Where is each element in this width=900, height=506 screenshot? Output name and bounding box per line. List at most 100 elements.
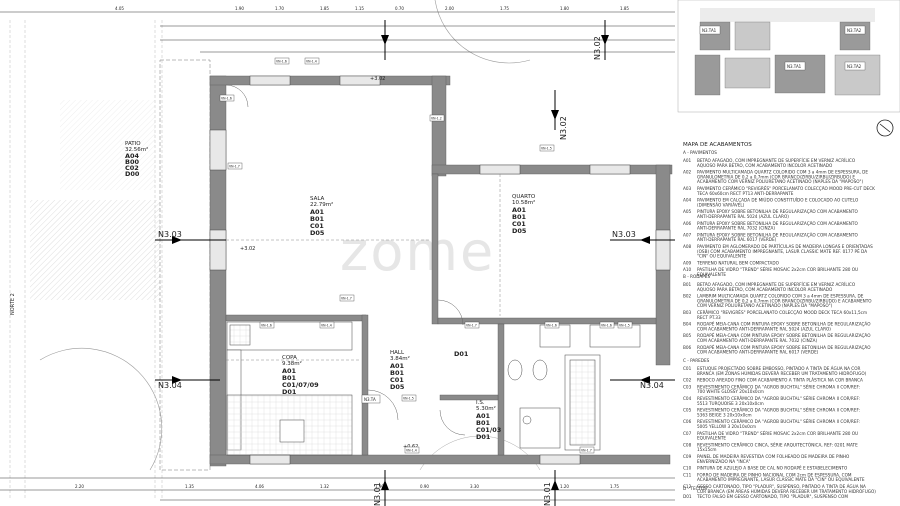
legend-code: A01: [683, 158, 692, 163]
legend-code: D01: [683, 494, 692, 499]
roof-line: [159, 59, 211, 471]
vent-tag-label: VN-1.4: [406, 449, 417, 453]
top-dim-label: 1.15: [355, 6, 364, 11]
legend-description: AQUOSO PARA BETÃO, COM ACABAMENTO INCOLO…: [697, 163, 833, 168]
vent-tag-box: [304, 57, 320, 65]
top-dimensions: [0, 11, 675, 53]
bottom-dimensions: [0, 477, 675, 501]
top-dim-label: 1.90: [235, 6, 244, 11]
level-marker-2: +3.02: [240, 246, 255, 252]
legend-description: BRANCA (EM ZONAS HÚMIDAS DEVERÁ RECEBER …: [697, 371, 867, 376]
legend-description: PAVIMENTO CERÂMICO "REVIGRÉS" PORCELANAT…: [697, 186, 875, 191]
legend-description: TECA 60x60cm RECT PT13 ANTI-DERRAPANTE: [696, 191, 794, 196]
legend-code: C04: [683, 396, 692, 401]
svg-text:COPA: COPA: [282, 355, 297, 361]
legend-description: COM ACABAMENTO ANTI-DERRAPANTE RAL 6017 …: [697, 350, 819, 355]
legend-description: REVESTIMENTO CERÂMICO DA "AGROB BUCHTAL"…: [697, 419, 860, 424]
vent-tag-label: VN-1.2: [431, 117, 442, 121]
svg-text:B01: B01: [310, 215, 324, 223]
legend-description: ESTUQUE PROJECTADO SOBRE EMBOSSO, PINTAD…: [697, 366, 861, 371]
section-label-n302-top-2: N3.02: [593, 36, 602, 60]
svg-text:A04: A04: [125, 152, 140, 160]
legend-code: A04: [683, 198, 692, 203]
legend-description: ANTI-DERRAPANTE RAL 6017 (VERDE): [697, 237, 777, 242]
svg-text:B01: B01: [512, 213, 526, 221]
vent-tag-box: [339, 294, 355, 302]
room-patio: PATIO 32.56m² A04 B00 C02 D00: [125, 141, 148, 178]
vent-tag-box: [579, 446, 595, 454]
legend-code: A03: [683, 186, 692, 191]
vent-tag-label: VN-1.6: [221, 97, 232, 101]
svg-text:PATIO: PATIO: [125, 141, 141, 147]
vent-tag-label: VN-1.6: [261, 324, 272, 328]
legend-description: REVESTIMENTO CERÂMICO DA "AGROB BUCHTAL"…: [697, 384, 860, 389]
section-label-n302-top: N3.02: [559, 116, 568, 140]
legend-description: PAVIMENTO MULTICAMADA QUARTZ COLORIDO CO…: [697, 170, 868, 175]
legend-description: CERÂMICO "REVIGRÉS" PORCELANATO COLECÇÃO…: [697, 310, 867, 315]
vent-tag-box: [544, 321, 560, 329]
room-hall: HALL 3.84m² A01 B01 C01 D05: [390, 350, 410, 391]
tree-arc-bottom: [39, 347, 163, 471]
top-dim-label: 4.05: [115, 6, 124, 11]
vent-tag-label: VN-1.7: [341, 297, 352, 301]
legend-description: GESSO CARTONADO, TIPO "PLADUR", SUSPENSO…: [697, 484, 866, 489]
legend-code: B03: [683, 310, 692, 315]
room-quarto: QUARTO 10.58m² A01 B01 C01 D05: [512, 194, 536, 235]
legend-code: C02: [683, 378, 692, 383]
top-dim-label: 1.70: [275, 6, 284, 11]
bottom-dim-label: 3.30: [470, 484, 479, 489]
legend-code: A07: [683, 232, 692, 237]
legend-code: C03: [683, 384, 692, 389]
top-dim-label: 2.00: [445, 6, 454, 11]
patio-hatch-2: [60, 100, 155, 190]
bottom-dim-label: 1.75: [610, 484, 619, 489]
section-markers: N3.03 N3.03 N3.04 N3.04 N3.02 N3.01 N3.0…: [155, 20, 675, 506]
vent-tag-box: [599, 321, 615, 329]
vent-tag-label: VN-1.5: [619, 324, 630, 328]
legend-description: REBOCO AREADO FINO COM ACABAMENTO A TINT…: [697, 378, 863, 383]
legend-description: ENVERNIZADO NA "INCA": [697, 459, 751, 464]
legend-description: PAINEL DE MADEIRA REVESTIDA COM FOLHEADO…: [697, 454, 850, 459]
vent-tag-box: [227, 162, 243, 170]
ta-tag: N3.TA: [364, 397, 376, 402]
legend-description: GRANULOMETRIA DE 0,2 a 0,7mm (COR BRANCO…: [697, 174, 855, 179]
legend-description: PAVIMENTO EM CALÇADA DE MIÚDO CONSTITUÍD…: [697, 198, 859, 203]
bottom-dim-label: 1.32: [320, 484, 329, 489]
legend-group-d: D - TECTOS: [683, 486, 707, 491]
svg-text:N3.TA1: N3.TA1: [702, 28, 717, 33]
legend-description: REVESTIMENTO CERÂMICO DA "AGROB BUCHTAL"…: [697, 408, 860, 413]
vent-tag-box: [539, 144, 555, 152]
legend-code: A05: [683, 209, 692, 214]
bottom-dim-label: 4.06: [255, 484, 264, 489]
vent-tag-box: [429, 114, 445, 122]
legend-description: AQUOSO PARA BETÃO, COM ACABAMENTO INCOLO…: [697, 287, 833, 292]
bottom-dim-label: 1.20: [560, 484, 569, 489]
svg-text:A01: A01: [390, 362, 405, 370]
room-is: I.S. 5.30m² A01 B01 C01/03 D01: [476, 400, 501, 441]
legend-description: LAMBRIM MULTICAMADA QUARTZ COLORIDO COM …: [697, 294, 864, 299]
vent-tag-label: VN-1.5: [403, 397, 414, 401]
side-label: NORTE 2: [10, 293, 16, 315]
svg-text:N3.TA2: N3.TA2: [847, 28, 862, 33]
vent-tag-label: VN-1.6: [601, 324, 612, 328]
vent-tag-label: VN-1.4: [321, 324, 332, 328]
legend-code: C11: [683, 472, 692, 477]
legend-code: C10: [683, 466, 692, 471]
legend-code: A06: [683, 221, 692, 226]
north-arrow-icon: [876, 119, 894, 137]
legend-description: RECT PT.33: [697, 315, 721, 320]
svg-text:A01: A01: [512, 206, 527, 214]
legend-description: ANTI-DERRAPANTE RAL 7032 (CINZA): [697, 226, 775, 231]
legend-description: EQUIVALENTE: [697, 436, 726, 441]
level-marker-1: +3.02: [370, 76, 385, 82]
legend-description: FORRO DE MADEIRA DE PINHO NACIONAL COM 2…: [697, 472, 852, 477]
section-label-n301-bottom-2: N3.01: [543, 482, 552, 506]
legend-code: B04: [683, 322, 692, 327]
legend-description: ACABAMENTO IMPREGNANTE, LASUR CLASSIC MA…: [697, 477, 865, 482]
legend-description: 5005 YELLOW 3 20x10x0cm: [697, 424, 756, 429]
legend-code: B02: [683, 294, 692, 299]
legend-description: (DIMENSÃO VARIÁVEL): [697, 202, 745, 207]
top-dim-label: 1.85: [620, 6, 629, 11]
